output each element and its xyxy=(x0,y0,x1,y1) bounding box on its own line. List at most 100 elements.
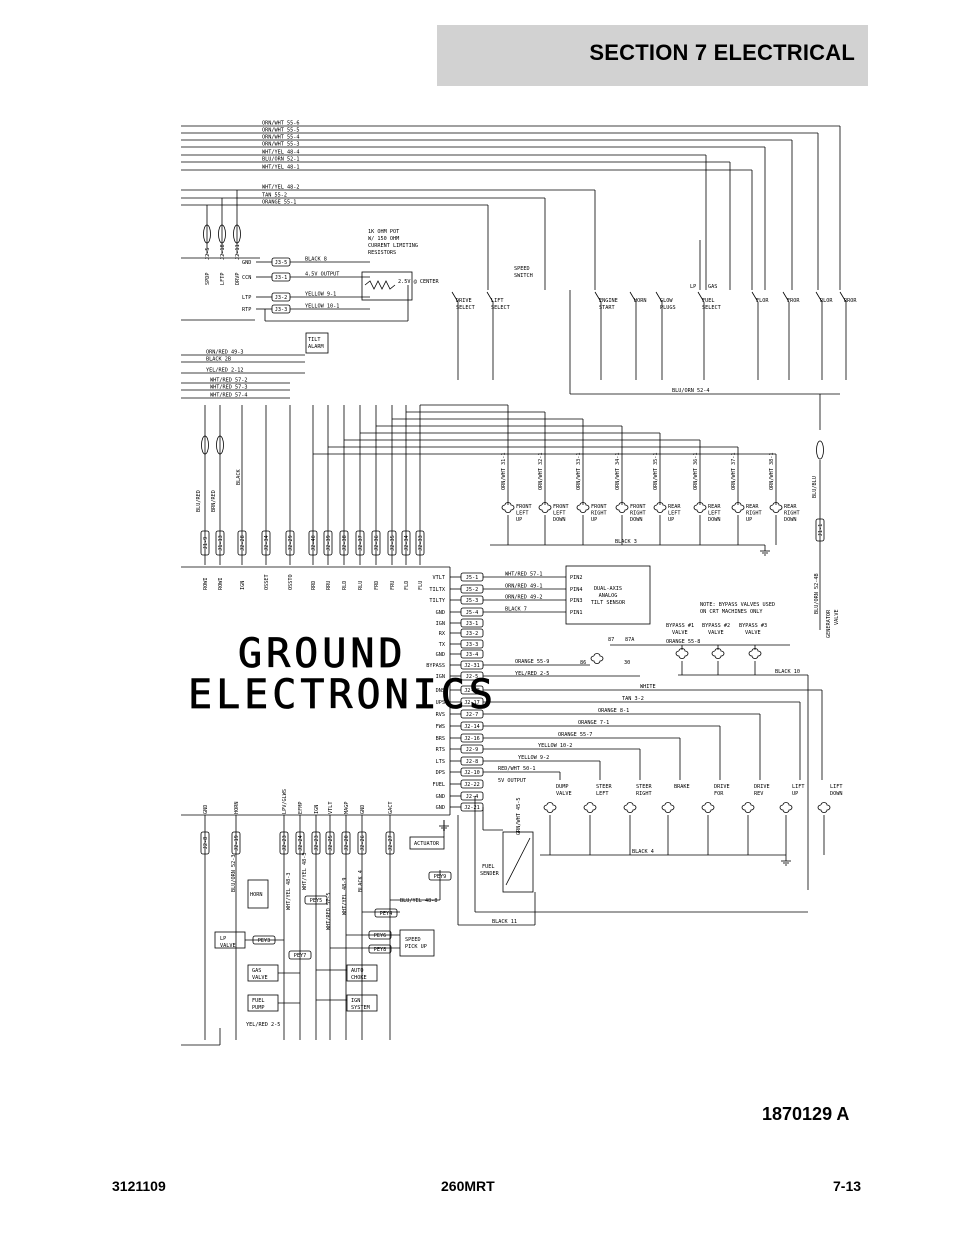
wire-label: WHT/RED 57-1 xyxy=(505,572,542,578)
connector-label: J2-34 xyxy=(264,535,270,551)
valve-label: RIGHT xyxy=(591,511,607,517)
pin-label: GND xyxy=(436,610,445,616)
pin-label: GND xyxy=(360,805,366,814)
diagram-label: TILT xyxy=(308,337,321,343)
connector-symbol xyxy=(460,628,484,638)
connector-label: J2-16 xyxy=(464,736,480,742)
switch-label: SELECT xyxy=(702,305,721,311)
diagram-label: VALVE xyxy=(745,630,761,636)
connector-label: J2-34 xyxy=(404,535,410,551)
solenoid-coil-symbol xyxy=(675,648,689,659)
pin-label: EFMP xyxy=(298,802,304,815)
connector-label: PEY5 xyxy=(310,898,323,904)
pin-label: RRU xyxy=(326,581,332,590)
wire xyxy=(782,291,790,303)
connector-label: J2-7 xyxy=(466,712,479,718)
connector-label: J2-23 xyxy=(314,835,320,851)
pin-label: VTLT xyxy=(433,575,446,581)
section-title: SECTION 7 ELECTRICAL xyxy=(589,40,855,65)
diagram-label: TILT SENSOR xyxy=(591,600,626,606)
horn-box xyxy=(247,879,269,909)
wire-lines xyxy=(181,125,847,1046)
wire-label: ORN/RED 49-3 xyxy=(206,350,243,356)
tilt-alarm-box xyxy=(305,332,329,354)
wire-label: BLACK 7 xyxy=(505,607,527,613)
valve-label: STEER xyxy=(596,784,612,790)
valve-label: LIFT xyxy=(830,784,843,790)
diagram-label: ANALOG xyxy=(599,593,618,599)
connector-label: J2-40 xyxy=(311,535,317,551)
wire-label: WHT/RED 57-2 xyxy=(210,378,247,384)
connector-label: J3-3 xyxy=(466,642,479,648)
wire-label: WHT/RED 57-3 xyxy=(210,385,247,391)
wire-label: ORANGE 55-7 xyxy=(558,732,592,738)
wire-label: ORN/WHT 33-1 xyxy=(576,453,582,490)
switch-label: RROR xyxy=(844,298,857,304)
wire xyxy=(655,291,663,303)
connector-symbol xyxy=(460,649,484,659)
note-text: ON CRT MACHINES ONLY xyxy=(700,609,763,615)
connector-symbol xyxy=(460,697,484,707)
pin-label: DRVP xyxy=(235,273,241,286)
diagram-label: PICK UP xyxy=(405,944,427,950)
connector-symbol xyxy=(355,530,365,556)
connector-label: J5-3 xyxy=(466,598,479,604)
wire-label: GRN/WHT 45-5 xyxy=(516,798,522,835)
connector-label: J1-13 xyxy=(218,535,224,551)
switch-label: HORN xyxy=(634,298,647,304)
wire xyxy=(451,291,459,303)
wire xyxy=(594,291,602,303)
pin-label: MAGP xyxy=(344,802,350,815)
wire-label: ORN/WHT 55-4 xyxy=(262,135,299,141)
switch-label: ENGINE xyxy=(599,298,618,304)
fuse-symbol xyxy=(203,224,211,244)
connector-label: J2-9 xyxy=(466,747,479,753)
connector-symbol xyxy=(815,518,825,542)
pin-label: IGN xyxy=(240,581,246,590)
diagram-label: SENDER xyxy=(480,871,500,877)
connector-symbol xyxy=(460,791,484,801)
pin-label: CCN xyxy=(242,275,251,281)
switch-label: FROR xyxy=(787,298,800,304)
pin-label: RTP xyxy=(242,307,251,313)
valve-label: RIGHT xyxy=(784,511,800,517)
pin-label: OSSET xyxy=(264,574,270,590)
note-text: W/ 150 OHM xyxy=(368,236,399,242)
valve-label: UP xyxy=(746,517,752,523)
connector-symbol xyxy=(374,908,398,918)
pin-label: DNS xyxy=(436,688,445,694)
valve-label: DUMP xyxy=(556,784,569,790)
wire-label: WHT/YEL 48-9 xyxy=(342,878,348,915)
wire-label: ORANGE 55-1 xyxy=(262,200,296,206)
wire xyxy=(629,291,637,303)
valve-label: DOWN xyxy=(784,517,797,523)
solenoid-coil-symbol xyxy=(501,502,515,513)
solenoid-coil-symbol xyxy=(583,802,597,813)
solenoid-coil-symbol xyxy=(769,502,783,513)
connector-symbol xyxy=(460,584,484,594)
connector-symbol xyxy=(371,530,381,556)
wire xyxy=(839,291,847,303)
diagram-label: ACTUATOR xyxy=(414,841,440,847)
connector-label: J5-4 xyxy=(466,610,479,616)
wire-label: ORN/WHT 35-1 xyxy=(653,453,659,490)
switch-label: RLOR xyxy=(820,298,833,304)
pin-label: LPV/GLWS xyxy=(282,789,288,814)
solenoid-coil-symbol xyxy=(653,502,667,513)
section-header-band: SECTION 7 ELECTRICAL xyxy=(437,25,868,86)
wire-label: YELLOW 10-1 xyxy=(305,304,339,310)
wire-label: ORN/WHT 55-6 xyxy=(262,121,299,127)
wire-label: WHT/RED 57-5 xyxy=(326,893,332,930)
connector-label: J2-22 xyxy=(464,782,480,788)
switch-label: START xyxy=(599,305,615,311)
potentiometer-symbol xyxy=(364,280,396,290)
connector-symbol xyxy=(460,744,484,754)
pin-label: PIN4 xyxy=(570,587,583,593)
connector-label: J2-17 xyxy=(464,700,480,706)
tilt-sensor-box xyxy=(565,565,651,625)
valve-label: FRONT xyxy=(516,504,532,510)
diagram-label: CHOKE xyxy=(351,975,367,981)
pin-label: RLU xyxy=(358,581,364,590)
pin-label: PIN2 xyxy=(570,575,583,581)
connector-symbol xyxy=(279,831,289,855)
